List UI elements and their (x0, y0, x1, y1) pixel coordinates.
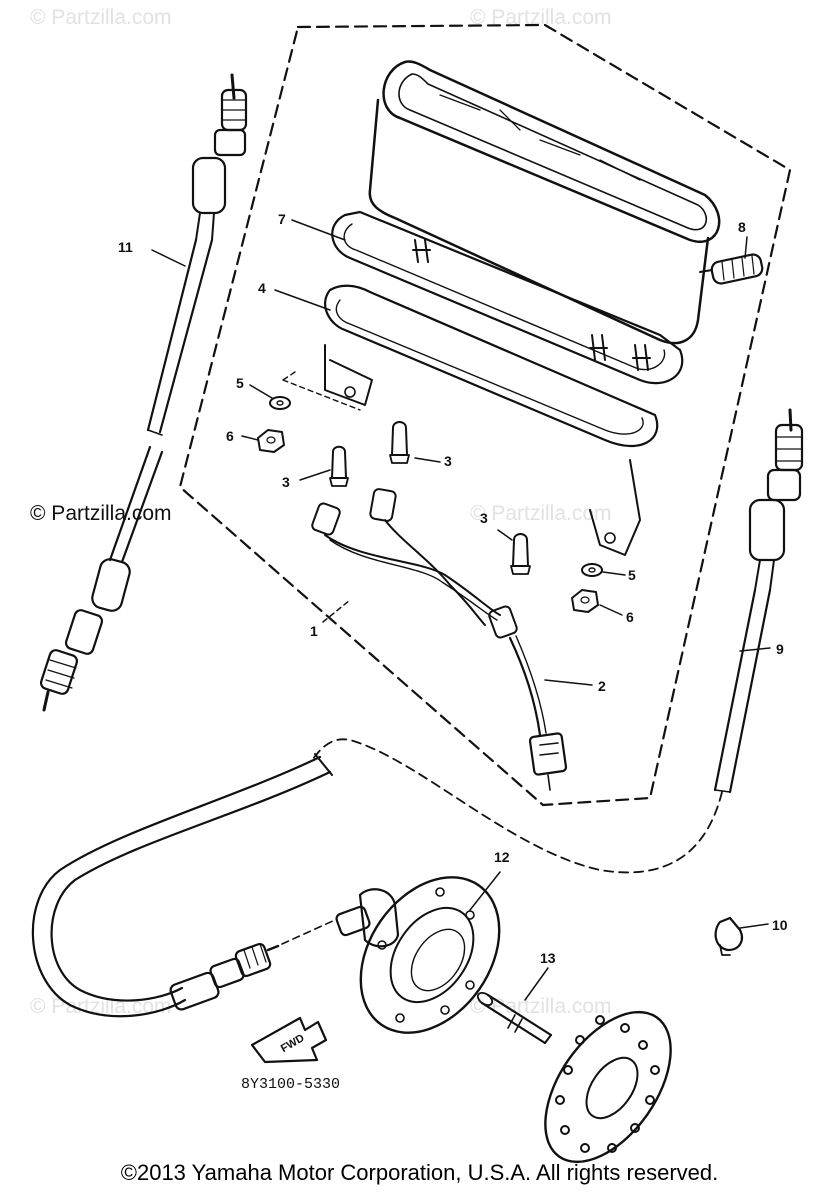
watermark: © Partzilla.com (30, 6, 172, 29)
meter-gear-unit (335, 876, 501, 1034)
trip-knob (699, 253, 764, 285)
watermark: © Partzilla.com (470, 502, 612, 525)
tachometer-cable (713, 408, 804, 794)
nut (571, 589, 599, 613)
fwd-label: FWD (279, 1032, 307, 1055)
callout-6: 6 (626, 609, 634, 625)
callout-3: 3 (282, 474, 290, 490)
callout-4: 4 (258, 280, 266, 296)
fwd-arrow-icon (250, 1016, 328, 1064)
drive-plate (544, 1010, 672, 1164)
callout-5: 5 (628, 567, 636, 583)
meter-housing (368, 60, 721, 371)
callout-11: 11 (118, 239, 133, 255)
bulb (512, 533, 529, 567)
callout-13: 13 (540, 950, 556, 966)
diagram-code: 8Y3100-5330 (241, 1076, 341, 1093)
washer (269, 396, 291, 410)
nut (257, 429, 285, 453)
watermark: © Partzilla.com (470, 995, 612, 1018)
watermark: © Partzilla.com (470, 6, 612, 29)
callout-7: 7 (278, 211, 286, 227)
callout-8: 8 (738, 219, 746, 235)
callout-5: 5 (236, 375, 244, 391)
drive-shaft (476, 991, 553, 1045)
watermark: © Partzilla.com (30, 502, 172, 525)
callout-3: 3 (480, 510, 488, 526)
callout-3: 3 (444, 453, 452, 469)
callout-6: 6 (226, 428, 234, 444)
callout-1: 1 (310, 623, 318, 639)
speedometer-cable (39, 73, 248, 712)
bulb (331, 445, 347, 479)
callout-9: 9 (776, 641, 784, 657)
meter-bracket (324, 284, 659, 556)
wire-harness (311, 488, 568, 791)
callout-2: 2 (598, 678, 606, 694)
cable-clamp (714, 916, 744, 956)
copyright-notice: ©2013 Yamaha Motor Corporation, U.S.A. A… (120, 1160, 719, 1185)
callout-10: 10 (772, 917, 788, 933)
assembly-outline (178, 23, 792, 807)
bulb (391, 421, 408, 456)
callout-12: 12 (494, 849, 510, 865)
drive-cable (31, 753, 336, 1018)
gasket (331, 210, 684, 385)
washer (581, 563, 603, 577)
